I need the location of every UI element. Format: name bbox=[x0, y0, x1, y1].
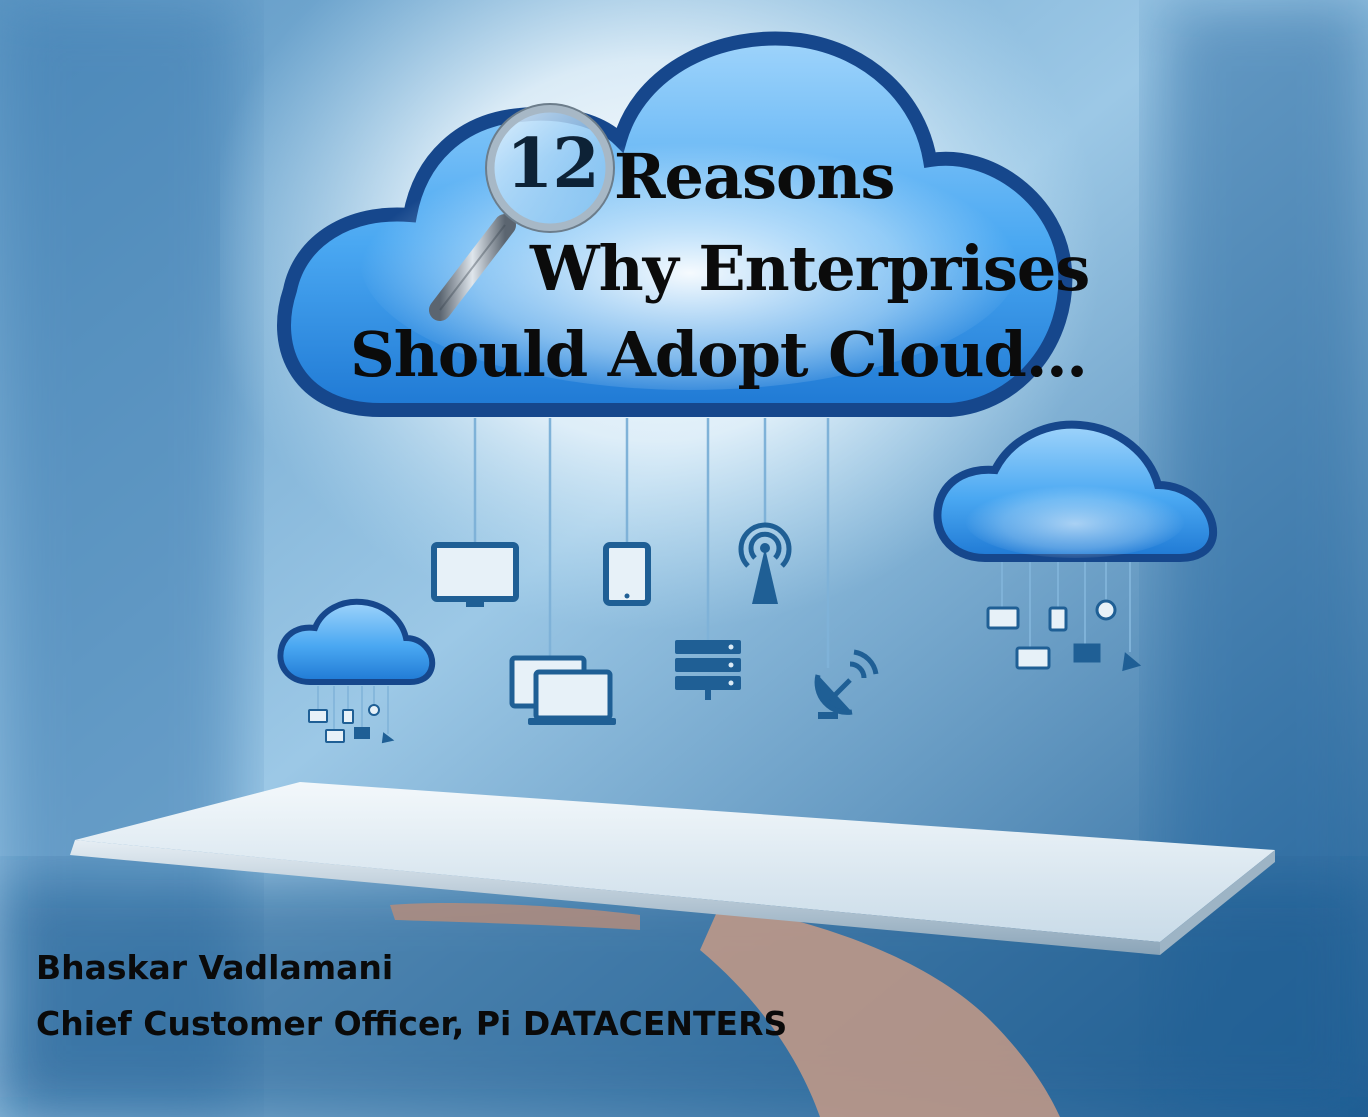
device-icons-right bbox=[986, 599, 1142, 672]
cloud-icon bbox=[277, 598, 436, 685]
magnifier-icon bbox=[429, 103, 615, 321]
title-number: 12 bbox=[506, 124, 600, 204]
title-line-3: Should Adopt Cloud… bbox=[350, 318, 1088, 391]
device-icons-left bbox=[308, 704, 395, 744]
monitor-icon bbox=[431, 542, 519, 607]
author-role: Chief Customer Officer, Pi DATACENTERS bbox=[36, 1004, 788, 1043]
cloud-icon bbox=[933, 420, 1218, 562]
laptop-icon bbox=[509, 655, 616, 725]
title-line-1: Reasons bbox=[614, 140, 895, 213]
hand bbox=[700, 905, 1060, 1117]
antenna-icon bbox=[738, 522, 792, 604]
connector-lines bbox=[473, 418, 830, 668]
server-icon bbox=[675, 640, 741, 700]
connector-lines bbox=[1001, 562, 1131, 652]
tablet-icon bbox=[603, 542, 651, 606]
tablet bbox=[70, 782, 1275, 955]
satellite-dish-icon bbox=[814, 649, 879, 719]
author-name: Bhaskar Vadlamani bbox=[36, 948, 394, 987]
connector-lines bbox=[317, 686, 389, 734]
title-line-2: Why Enterprises bbox=[530, 232, 1090, 305]
